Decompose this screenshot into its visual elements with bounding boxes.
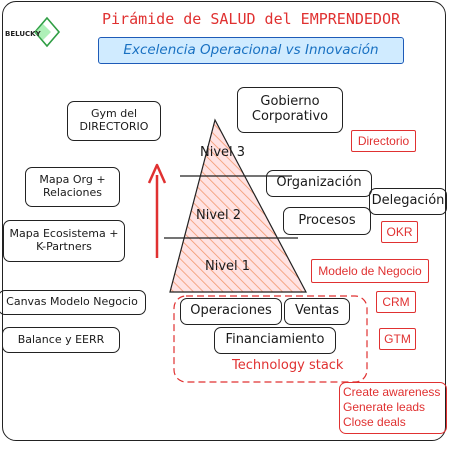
- left-box-canvas-modelo: Canvas Modelo Negocio: [0, 290, 146, 315]
- left-box-balance: Balance y EERR: [2, 327, 120, 353]
- operaciones-label: Operaciones: [190, 303, 272, 319]
- pyramid-shape: [169, 118, 307, 293]
- up-arrow-head: [147, 163, 167, 184]
- gobierno-corporativo-box: Gobierno Corporativo: [237, 87, 343, 133]
- tag-directorio: Directorio: [351, 130, 416, 152]
- organizacion-label: Organización: [276, 175, 362, 191]
- left-box-label: Canvas Modelo Negocio: [6, 295, 138, 309]
- operaciones-box: Operaciones: [180, 298, 282, 325]
- delegacion-box: Delegación: [369, 188, 447, 215]
- gtm-action-item: Close deals: [343, 415, 406, 429]
- tag-modelo-negocio: Modelo de Negocio: [311, 259, 429, 283]
- gobierno-label: Gobierno Corporativo: [251, 94, 329, 124]
- belucky-logo: BELUCKY: [3, 14, 63, 50]
- financiamiento-label: Financiamiento: [225, 332, 325, 348]
- left-box-label: Mapa Ecosistema + K-Partners: [9, 227, 119, 253]
- procesos-label: Procesos: [298, 212, 356, 228]
- left-box-label: Balance y EERR: [17, 332, 105, 346]
- left-box-label: Gym del DIRECTORIO: [79, 107, 149, 133]
- tag-gtm: GTM: [379, 328, 416, 350]
- logo-text: BELUCKY: [5, 30, 41, 38]
- diagram-subtitle: Excelencia Operacional vs Innovación: [98, 37, 404, 64]
- level-3-label: Nivel 3: [200, 145, 246, 160]
- gtm-action-item: Create awareness: [343, 385, 441, 399]
- left-box-mapa-org: Mapa Org + Relaciones: [25, 167, 120, 207]
- left-box-gym-directorio: Gym del DIRECTORIO: [67, 101, 161, 141]
- left-box-label: Mapa Org + Relaciones: [39, 173, 106, 199]
- delegacion-label: Delegación: [371, 193, 445, 209]
- tech-stack-dashed-outline: [173, 295, 368, 383]
- technology-stack-label: Technology stack: [232, 358, 344, 373]
- gtm-action-item: Generate leads: [343, 400, 426, 414]
- diagram-frame: [2, 1, 446, 441]
- diagram-title: Pirámide de SALUD del EMPRENDEDOR: [102, 10, 401, 28]
- procesos-box: Procesos: [283, 207, 371, 235]
- gtm-actions-box: Create awareness Generate leads Close de…: [339, 382, 447, 434]
- ventas-box: Ventas: [284, 298, 350, 325]
- organizacion-box: Organización: [266, 170, 372, 197]
- tag-crm: CRM: [376, 291, 416, 313]
- financiamiento-box: Financiamiento: [214, 327, 336, 354]
- left-box-mapa-ecosistema: Mapa Ecosistema + K-Partners: [3, 220, 125, 262]
- level-2-label: Nivel 2: [196, 208, 242, 223]
- tag-okr: OKR: [381, 221, 418, 243]
- ventas-label: Ventas: [295, 303, 339, 319]
- level-1-label: Nivel 1: [205, 259, 251, 274]
